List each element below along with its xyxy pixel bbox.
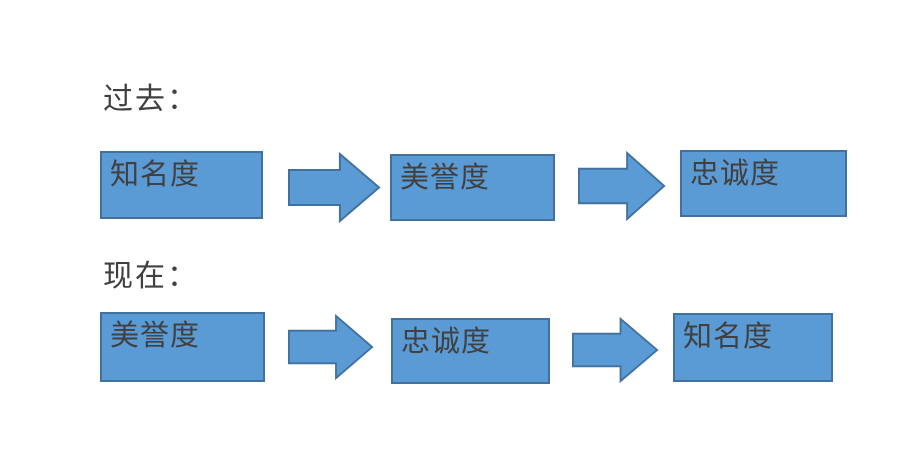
row-now-label: 现在：: [103, 260, 199, 293]
flow-box-past-1: 知名度: [100, 151, 263, 219]
flow-box-now-2: 忠诚度: [391, 318, 550, 384]
flow-box-now-1: 美誉度: [100, 312, 265, 382]
right-arrow-icon: [288, 152, 381, 223]
flow-box-now-3: 知名度: [673, 313, 833, 382]
flow-box-past-3: 忠诚度: [680, 150, 847, 217]
row-past-label: 过去：: [103, 83, 199, 116]
right-arrow-icon: [572, 317, 659, 383]
right-arrow-icon: [578, 151, 666, 221]
right-arrow-icon: [288, 314, 374, 380]
flow-box-past-2: 美誉度: [390, 154, 555, 221]
